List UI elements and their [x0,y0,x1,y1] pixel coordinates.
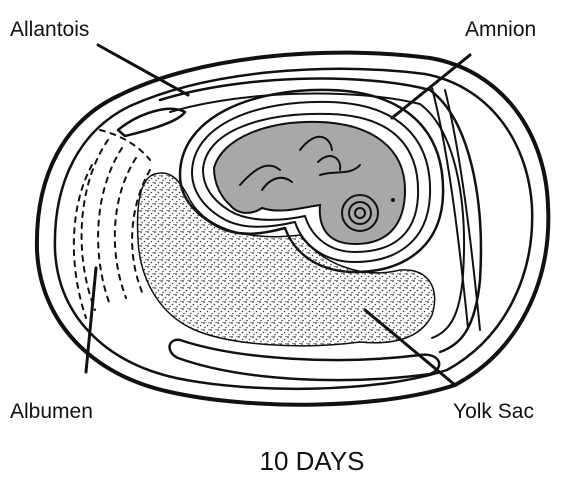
allantois-pocket [118,109,185,136]
diagram-title: 10 DAYS [259,446,364,476]
leader-amnion [392,55,470,118]
label-allantois: Allantois [10,18,89,41]
label-yolk-sac: Yolk Sac [453,400,534,423]
label-albumen: Albumen [10,400,93,423]
leader-allantois [98,45,188,95]
label-amnion: Amnion [465,18,536,41]
